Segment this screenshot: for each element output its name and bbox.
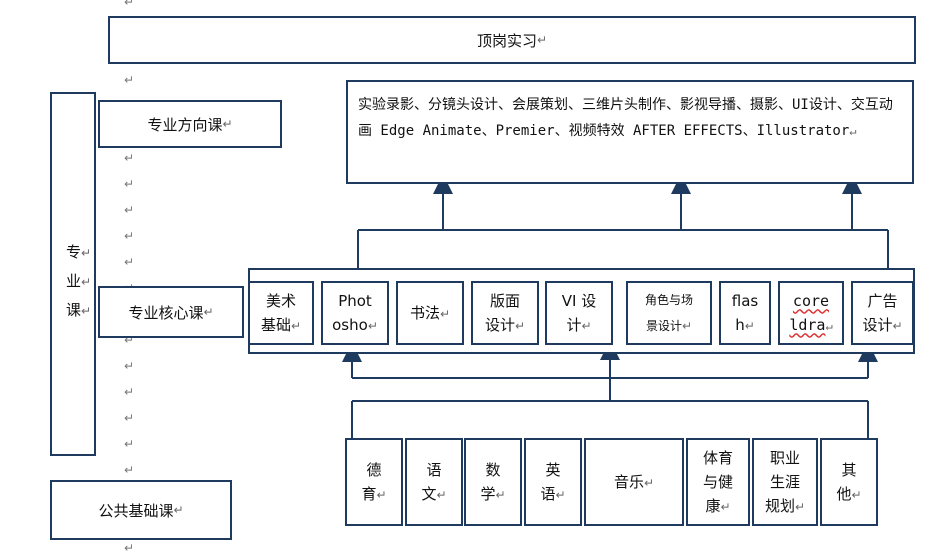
return-mark-15: ↵: [124, 359, 135, 373]
public-course-7-line-1: 职业: [769, 448, 800, 467]
specialty-char-3: 课: [66, 301, 82, 319]
core-course-5-line-2: 计: [566, 315, 582, 334]
public-basic-box: 公共基础课↵: [50, 480, 232, 540]
public-course-7-line-2: 生涯: [769, 472, 800, 491]
core-course-2-line-1: Phot: [338, 291, 372, 310]
public-course-8-line-1: 其: [841, 460, 857, 479]
return-mark-4: ↵: [124, 73, 135, 87]
core-course-1-line-1: 美术: [265, 291, 296, 310]
public-course-2: 语文↵: [405, 438, 463, 526]
return-mark-16: ↵: [124, 385, 135, 399]
internship-label: 顶岗实习: [476, 31, 537, 50]
core-course-6-line-1: 角色与场: [644, 293, 693, 307]
core-course-4: 版面设计↵: [471, 281, 539, 345]
return-mark-19: ↵: [124, 463, 135, 477]
public-course-1: 德育↵: [345, 438, 403, 526]
public-course-8-line-2: 他: [836, 484, 852, 503]
return-mark: ↵: [536, 33, 548, 47]
specialty-char-2: 业: [66, 272, 82, 290]
public-course-5: 音乐↵: [584, 438, 684, 526]
internship-box: 顶岗实习↵: [108, 16, 916, 64]
core-course-9-line-2: 设计: [862, 315, 893, 334]
return-mark-14: ↵: [124, 333, 135, 347]
specialty-courses-vertical-box: 专↵ 业↵ 课↵: [50, 92, 96, 456]
core-course-5: VI 设计↵: [545, 281, 613, 345]
public-course-3-line-1: 数: [485, 460, 501, 479]
core-course-4-line-1: 版面: [489, 291, 520, 310]
public-basic-label: 公共基础课: [98, 501, 174, 520]
public-course-8: 其他↵: [820, 438, 878, 526]
public-course-5-line-1: 音乐: [613, 472, 644, 491]
return-mark-10: ↵: [124, 229, 135, 243]
core-course-7-line-1: flas: [731, 291, 759, 310]
public-course-7: 职业生涯规划↵: [752, 438, 818, 526]
public-course-4-line-1: 英: [545, 460, 561, 479]
core-course-7-line-2: h: [735, 315, 745, 334]
public-course-3: 数学↵: [464, 438, 522, 526]
specialty-direction-box: 专业方向课↵: [98, 100, 282, 148]
public-course-6-line-3: 康: [705, 496, 721, 515]
specialty-direction-label: 专业方向课: [147, 115, 223, 134]
public-course-2-line-2: 文: [421, 484, 437, 503]
core-course-5-line-1: VI 设: [561, 291, 597, 310]
core-course-3: 书法↵: [396, 281, 464, 345]
core-course-2-line-2: osho: [332, 315, 368, 334]
core-course-1: 美术基础↵: [248, 281, 314, 345]
public-course-6-line-1: 体育: [702, 448, 733, 467]
return-mark-11: ↵: [124, 255, 135, 269]
public-course-1-line-1: 德: [366, 460, 382, 479]
public-course-3-line-2: 学: [480, 484, 496, 503]
core-course-4-line-2: 设计: [484, 315, 515, 334]
public-course-6-line-2: 与健: [702, 472, 733, 491]
core-course-6-line-2: 景设计: [645, 319, 682, 333]
major-direction-courses-box: [346, 80, 914, 184]
core-course-6: 角色与场景设计↵: [626, 281, 712, 345]
return-mark-1: ↵: [124, 0, 135, 9]
public-course-4-line-2: 语: [540, 484, 556, 503]
core-course-8-line-1: core: [792, 291, 830, 310]
core-course-9-line-1: 广告: [867, 291, 898, 310]
public-course-7-line-3: 规划: [764, 496, 795, 515]
specialty-char-1: 专: [66, 243, 82, 261]
public-course-1-line-2: 育: [361, 484, 377, 503]
public-course-4: 英语↵: [524, 438, 582, 526]
specialty-core-box: 专业核心课↵: [98, 286, 244, 338]
specialty-core-label: 专业核心课: [128, 303, 204, 322]
core-course-3-line-1: 书法: [409, 303, 440, 322]
return-mark-8: ↵: [124, 177, 135, 191]
public-course-2-line-1: 语: [426, 460, 442, 479]
core-course-9: 广告设计↵: [851, 281, 914, 345]
return-mark-18: ↵: [124, 437, 135, 451]
core-course-1-line-2: 基础: [260, 315, 291, 334]
return-mark-9: ↵: [124, 203, 135, 217]
major-direction-courses-text: 实验录影、分镜头设计、会展策划、三维片头制作、影视导播、摄影、UI设计、交互动画…: [358, 97, 893, 139]
public-course-6: 体育与健康↵: [686, 438, 750, 526]
return-mark-7: ↵: [124, 151, 135, 165]
core-course-8-line-2: ldra: [789, 315, 826, 334]
return-mark-17: ↵: [124, 411, 135, 425]
